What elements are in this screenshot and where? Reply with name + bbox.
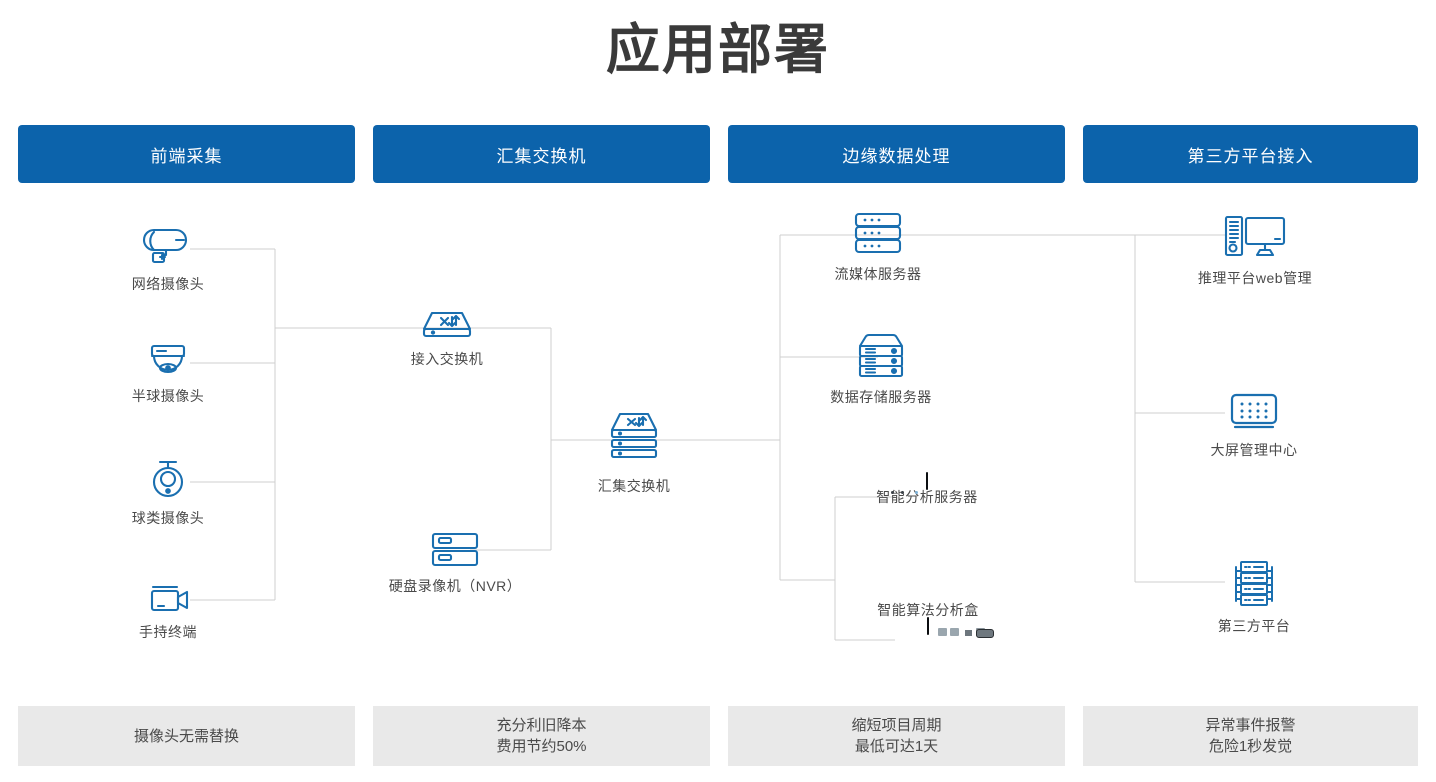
- column-header-thirdparty: 第三方平台接入: [1083, 125, 1418, 183]
- node-label: 数据存储服务器: [830, 389, 932, 405]
- node-label: 推理平台web管理: [1197, 270, 1313, 286]
- footer-benefit-edge: 缩短项目周期 最低可达1天: [728, 706, 1065, 766]
- switch-icon: [416, 305, 478, 343]
- node-label: 球类摄像头: [131, 510, 205, 526]
- column-header-front-end: 前端采集: [18, 125, 355, 183]
- node-label: 流媒体服务器: [834, 266, 922, 282]
- node-label: 智能分析服务器: [876, 489, 978, 505]
- node-label: 网络摄像头: [131, 276, 205, 292]
- node-label: 硬盘录像机（NVR）: [388, 578, 522, 594]
- page-title: 应用部署: [606, 20, 830, 80]
- stacked-server-icon: [849, 210, 907, 258]
- node-ai-analysis-server[interactable]: 智能分析服务器: [867, 472, 987, 507]
- node-streaming-server[interactable]: 流媒体服务器: [826, 210, 930, 284]
- node-ptz-camera[interactable]: 球类摄像头: [128, 456, 208, 528]
- storage-server-icon: [852, 331, 910, 381]
- node-label: 智能算法分析盒: [877, 602, 979, 618]
- node-access-switch[interactable]: 接入交换机: [397, 305, 497, 369]
- footer-benefit-thirdparty: 异常事件报警 危险1秒发觉: [1083, 706, 1418, 766]
- node-storage-server[interactable]: 数据存储服务器: [826, 331, 936, 407]
- bullet-camera-icon: [140, 222, 196, 268]
- node-thirdparty-platform[interactable]: 第三方平台: [1206, 558, 1302, 636]
- column-header-edge: 边缘数据处理: [728, 125, 1065, 183]
- column-header-aggregation: 汇集交换机: [373, 125, 710, 183]
- node-label: 接入交换机: [410, 351, 484, 367]
- ptz-camera-icon: [140, 456, 196, 502]
- server-rack-icon: [1224, 558, 1284, 610]
- node-video-wall-center[interactable]: 大屏管理中心: [1198, 390, 1310, 460]
- footer-benefit-aggregation: 充分利旧降本 费用节约50%: [373, 706, 710, 766]
- nvr-icon: [424, 528, 486, 570]
- video-wall-icon: [1224, 390, 1284, 434]
- node-network-camera[interactable]: 网络摄像头: [128, 222, 208, 294]
- node-label: 第三方平台: [1217, 618, 1291, 634]
- dome-camera-icon: [140, 340, 196, 380]
- node-label: 汇集交换机: [597, 478, 671, 494]
- node-dome-camera[interactable]: 半球摄像头: [128, 340, 208, 406]
- node-ai-algorithm-box[interactable]: 智能算法分析盒: [868, 600, 988, 635]
- node-aggregation-switch[interactable]: 汇集交换机: [584, 410, 684, 496]
- node-handheld-terminal[interactable]: 手持终端: [128, 580, 208, 642]
- node-web-management[interactable]: 推理平台web管理: [1189, 212, 1321, 288]
- footer-benefit-front-end: 摄像头无需替换: [18, 706, 355, 766]
- node-label: 手持终端: [139, 624, 197, 640]
- camcorder-icon: [140, 580, 196, 616]
- stacked-switch-icon: [604, 410, 664, 470]
- desktop-pc-icon: [1220, 212, 1290, 262]
- node-nvr[interactable]: 硬盘录像机（NVR）: [385, 528, 525, 596]
- node-label: 大屏管理中心: [1210, 442, 1298, 458]
- node-label: 半球摄像头: [131, 388, 205, 404]
